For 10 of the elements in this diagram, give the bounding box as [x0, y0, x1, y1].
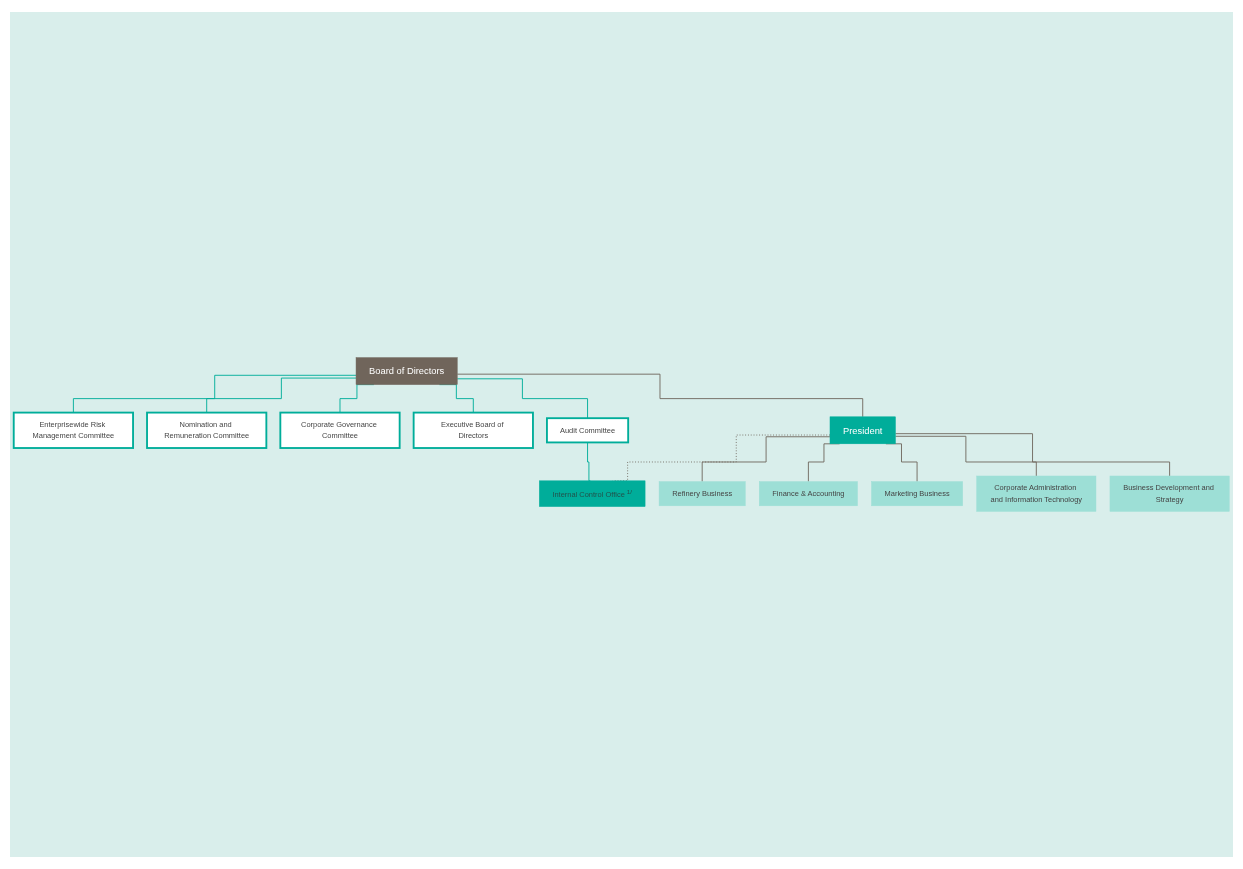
connector — [587, 441, 591, 482]
connector — [895, 433, 1171, 477]
connector — [456, 373, 864, 418]
connector — [72, 374, 357, 414]
connector — [456, 378, 588, 419]
node-box: President — [829, 416, 896, 445]
connector — [206, 377, 357, 414]
node-box: Board of Directors — [355, 357, 458, 385]
connector — [701, 436, 831, 483]
connector — [895, 435, 1037, 477]
